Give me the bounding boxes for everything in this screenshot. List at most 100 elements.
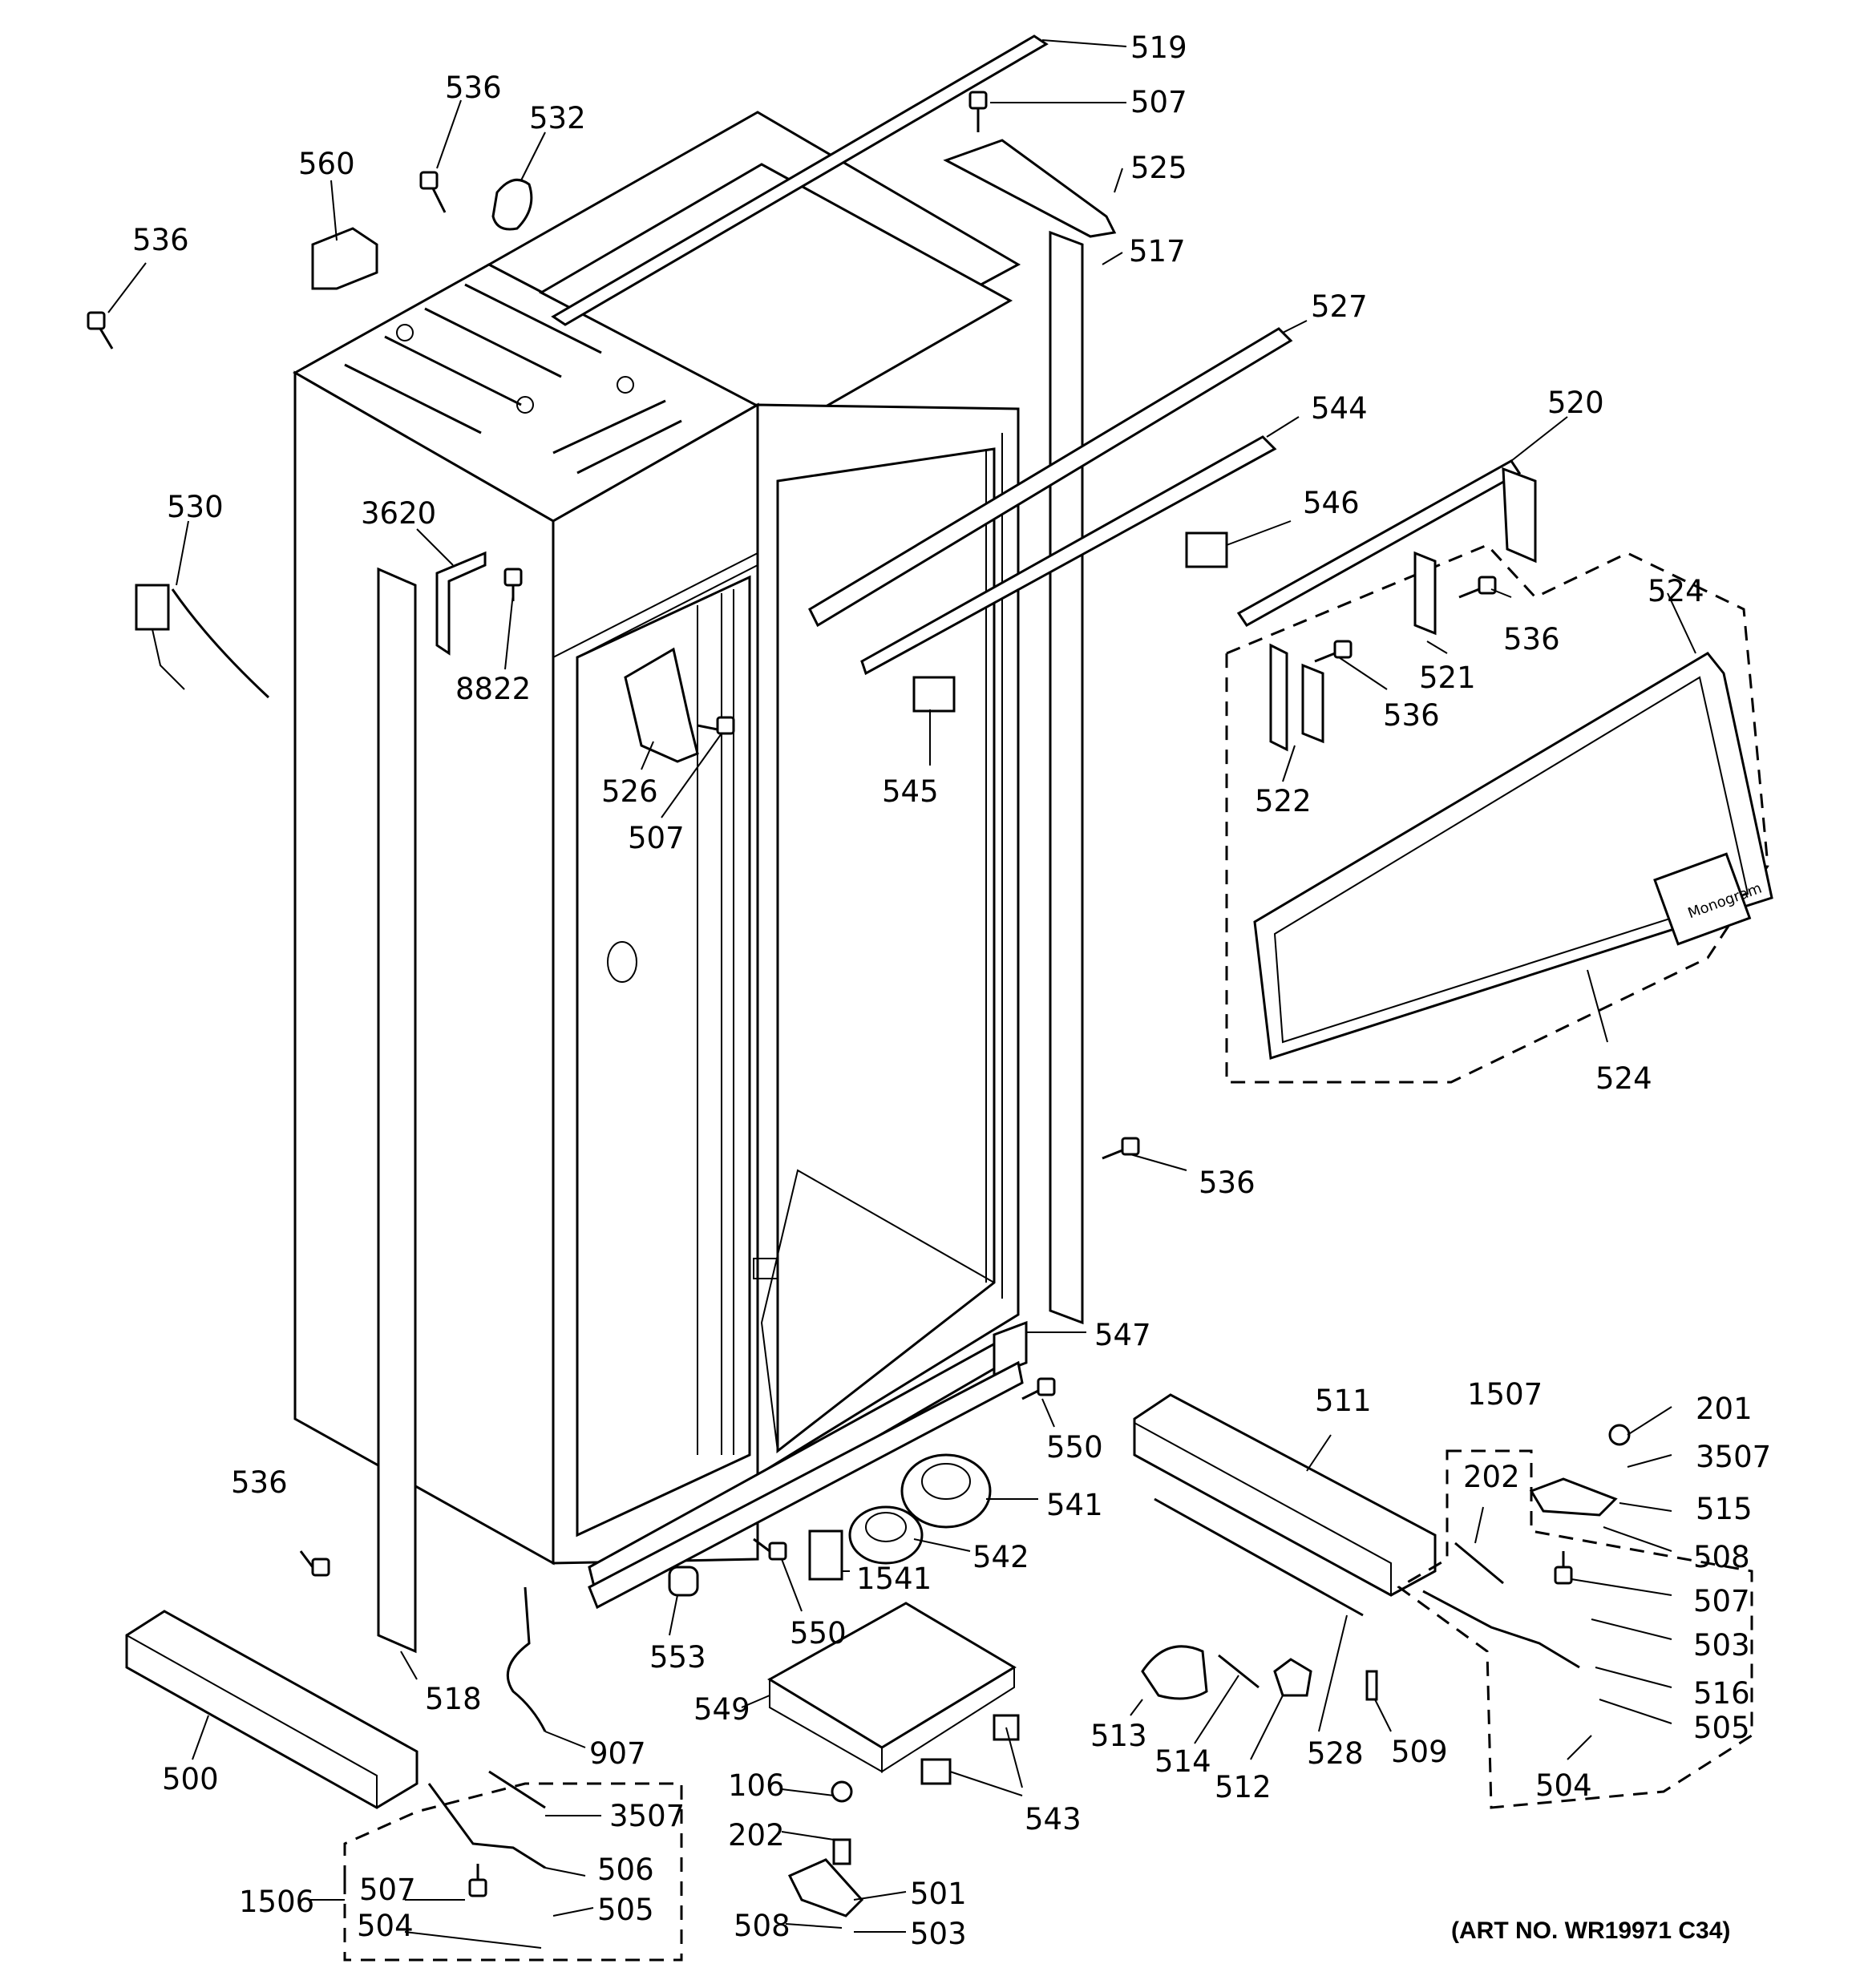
callout-549: 549	[693, 1692, 750, 1727]
bracket-3620	[435, 551, 487, 656]
callout-546: 546	[1303, 486, 1360, 520]
callout-511: 511	[1315, 1384, 1372, 1418]
bracket-560	[311, 227, 378, 290]
callout-505: 505	[1693, 1711, 1750, 1745]
callout-3507: 202	[1463, 1460, 1520, 1494]
callout-507: 507	[1693, 1584, 1750, 1618]
callout-550: 550	[1046, 1430, 1103, 1465]
callout-536: 536	[132, 223, 189, 257]
callout-536: 536	[1199, 1166, 1256, 1200]
callout-541: 541	[1046, 1488, 1103, 1522]
callout-516: 516	[1693, 1676, 1750, 1711]
hinge-group-1506-box	[343, 1782, 683, 1962]
callout-507: 507	[1130, 85, 1187, 119]
callout-515: 515	[1696, 1492, 1753, 1526]
callout-507: 507	[628, 821, 685, 855]
callout-545: 545	[882, 774, 939, 809]
art-number: (ART NO. WR19971 C34)	[1451, 1917, 1730, 1944]
socket-553	[668, 1566, 699, 1597]
callout-518: 518	[425, 1682, 482, 1716]
bracket-512	[1273, 1658, 1312, 1697]
hinge-506	[427, 1770, 546, 1869]
cover-549	[767, 1602, 1017, 1773]
callout-1506: 1506	[239, 1885, 314, 1919]
callout-514: 514	[1154, 1744, 1211, 1779]
callout-524: 524	[1595, 1061, 1652, 1096]
callout-907: 907	[589, 1736, 646, 1771]
clips-543	[920, 1714, 1020, 1785]
callout-1541: 1541	[856, 1562, 932, 1596]
pin-509	[1365, 1670, 1378, 1701]
callout-542: 542	[972, 1540, 1029, 1574]
spring-514	[1218, 1654, 1260, 1689]
bottom-trim-strip	[588, 1360, 1024, 1610]
lower-rail	[860, 435, 1277, 676]
motor-513	[1141, 1645, 1208, 1700]
callout-527: 527	[1311, 289, 1368, 324]
tube-907	[506, 1586, 547, 1732]
callout-3620: 3620	[361, 496, 436, 531]
hinge-516	[1422, 1424, 1631, 1669]
callout-526: 526	[601, 774, 658, 809]
callout-517: 517	[1129, 234, 1186, 269]
callout-525: 525	[1130, 151, 1187, 185]
transformer-541	[900, 1453, 992, 1529]
callout-507: 507	[359, 1873, 416, 1907]
callout-519: 519	[1130, 30, 1187, 65]
callout-522: 522	[1255, 784, 1312, 818]
clip-532	[491, 178, 533, 231]
callout-labels: 519 507 536 532 560 525 536 517 527 544 …	[132, 30, 1771, 1951]
callout-1507: 1507	[1467, 1377, 1543, 1412]
right-trim-strip	[1049, 230, 1084, 1325]
callout-500: 500	[162, 1762, 219, 1796]
callout-521: 521	[1419, 661, 1476, 695]
hinge-group-1507-box	[1397, 1449, 1753, 1809]
screw-icons	[87, 91, 1573, 1897]
callout-512: 512	[1215, 1770, 1272, 1804]
callout-201: 201	[1696, 1392, 1753, 1426]
callout-202: 202	[728, 1818, 785, 1853]
callout-536: 536	[231, 1465, 288, 1500]
switch-546	[1185, 531, 1228, 568]
callout-553: 553	[649, 1640, 706, 1675]
grille-assembly: Monogram	[1225, 459, 1773, 1084]
hinge-plate-525	[943, 139, 1117, 238]
top-trim-strip	[551, 34, 1049, 326]
upper-rail	[808, 327, 1293, 628]
callout-547: 547	[1094, 1318, 1151, 1352]
callout-560: 560	[298, 147, 355, 181]
heater-530	[135, 584, 270, 699]
callout-536: 536	[445, 71, 502, 105]
callout-520: 520	[1547, 386, 1604, 420]
callout-530: 530	[167, 490, 224, 524]
callout-505: 505	[597, 1893, 654, 1927]
left-trim-strip	[377, 567, 417, 1654]
switch-545	[912, 676, 956, 713]
callout-509: 509	[1391, 1735, 1448, 1769]
callout-508: 508	[1693, 1540, 1750, 1574]
hinge-bracket-526	[624, 647, 699, 763]
callout-504: 504	[357, 1909, 414, 1943]
callout-550: 550	[790, 1616, 847, 1651]
callout-532: 532	[529, 101, 586, 135]
callout-544: 544	[1311, 391, 1368, 426]
bracket-501	[787, 1780, 864, 1917]
callout-501: 501	[910, 1877, 967, 1911]
callout-536: 536	[1383, 698, 1440, 733]
callout-8822: 8822	[455, 672, 531, 706]
callout-524: 524	[1648, 574, 1704, 608]
callout-528: 528	[1307, 1736, 1364, 1771]
leader-lines	[107, 39, 1696, 1949]
callout-503: 503	[1693, 1628, 1750, 1663]
callout-106: 106	[728, 1768, 785, 1803]
callout-504: 504	[1535, 1768, 1592, 1803]
callout-202: 3507	[1696, 1440, 1771, 1474]
callout-536: 536	[1503, 622, 1560, 657]
transformer-542	[848, 1505, 924, 1565]
callout-503: 503	[910, 1917, 967, 1951]
light-housing-500	[125, 1610, 418, 1809]
callout-543: 543	[1025, 1802, 1082, 1836]
ballast-1541	[808, 1529, 843, 1581]
